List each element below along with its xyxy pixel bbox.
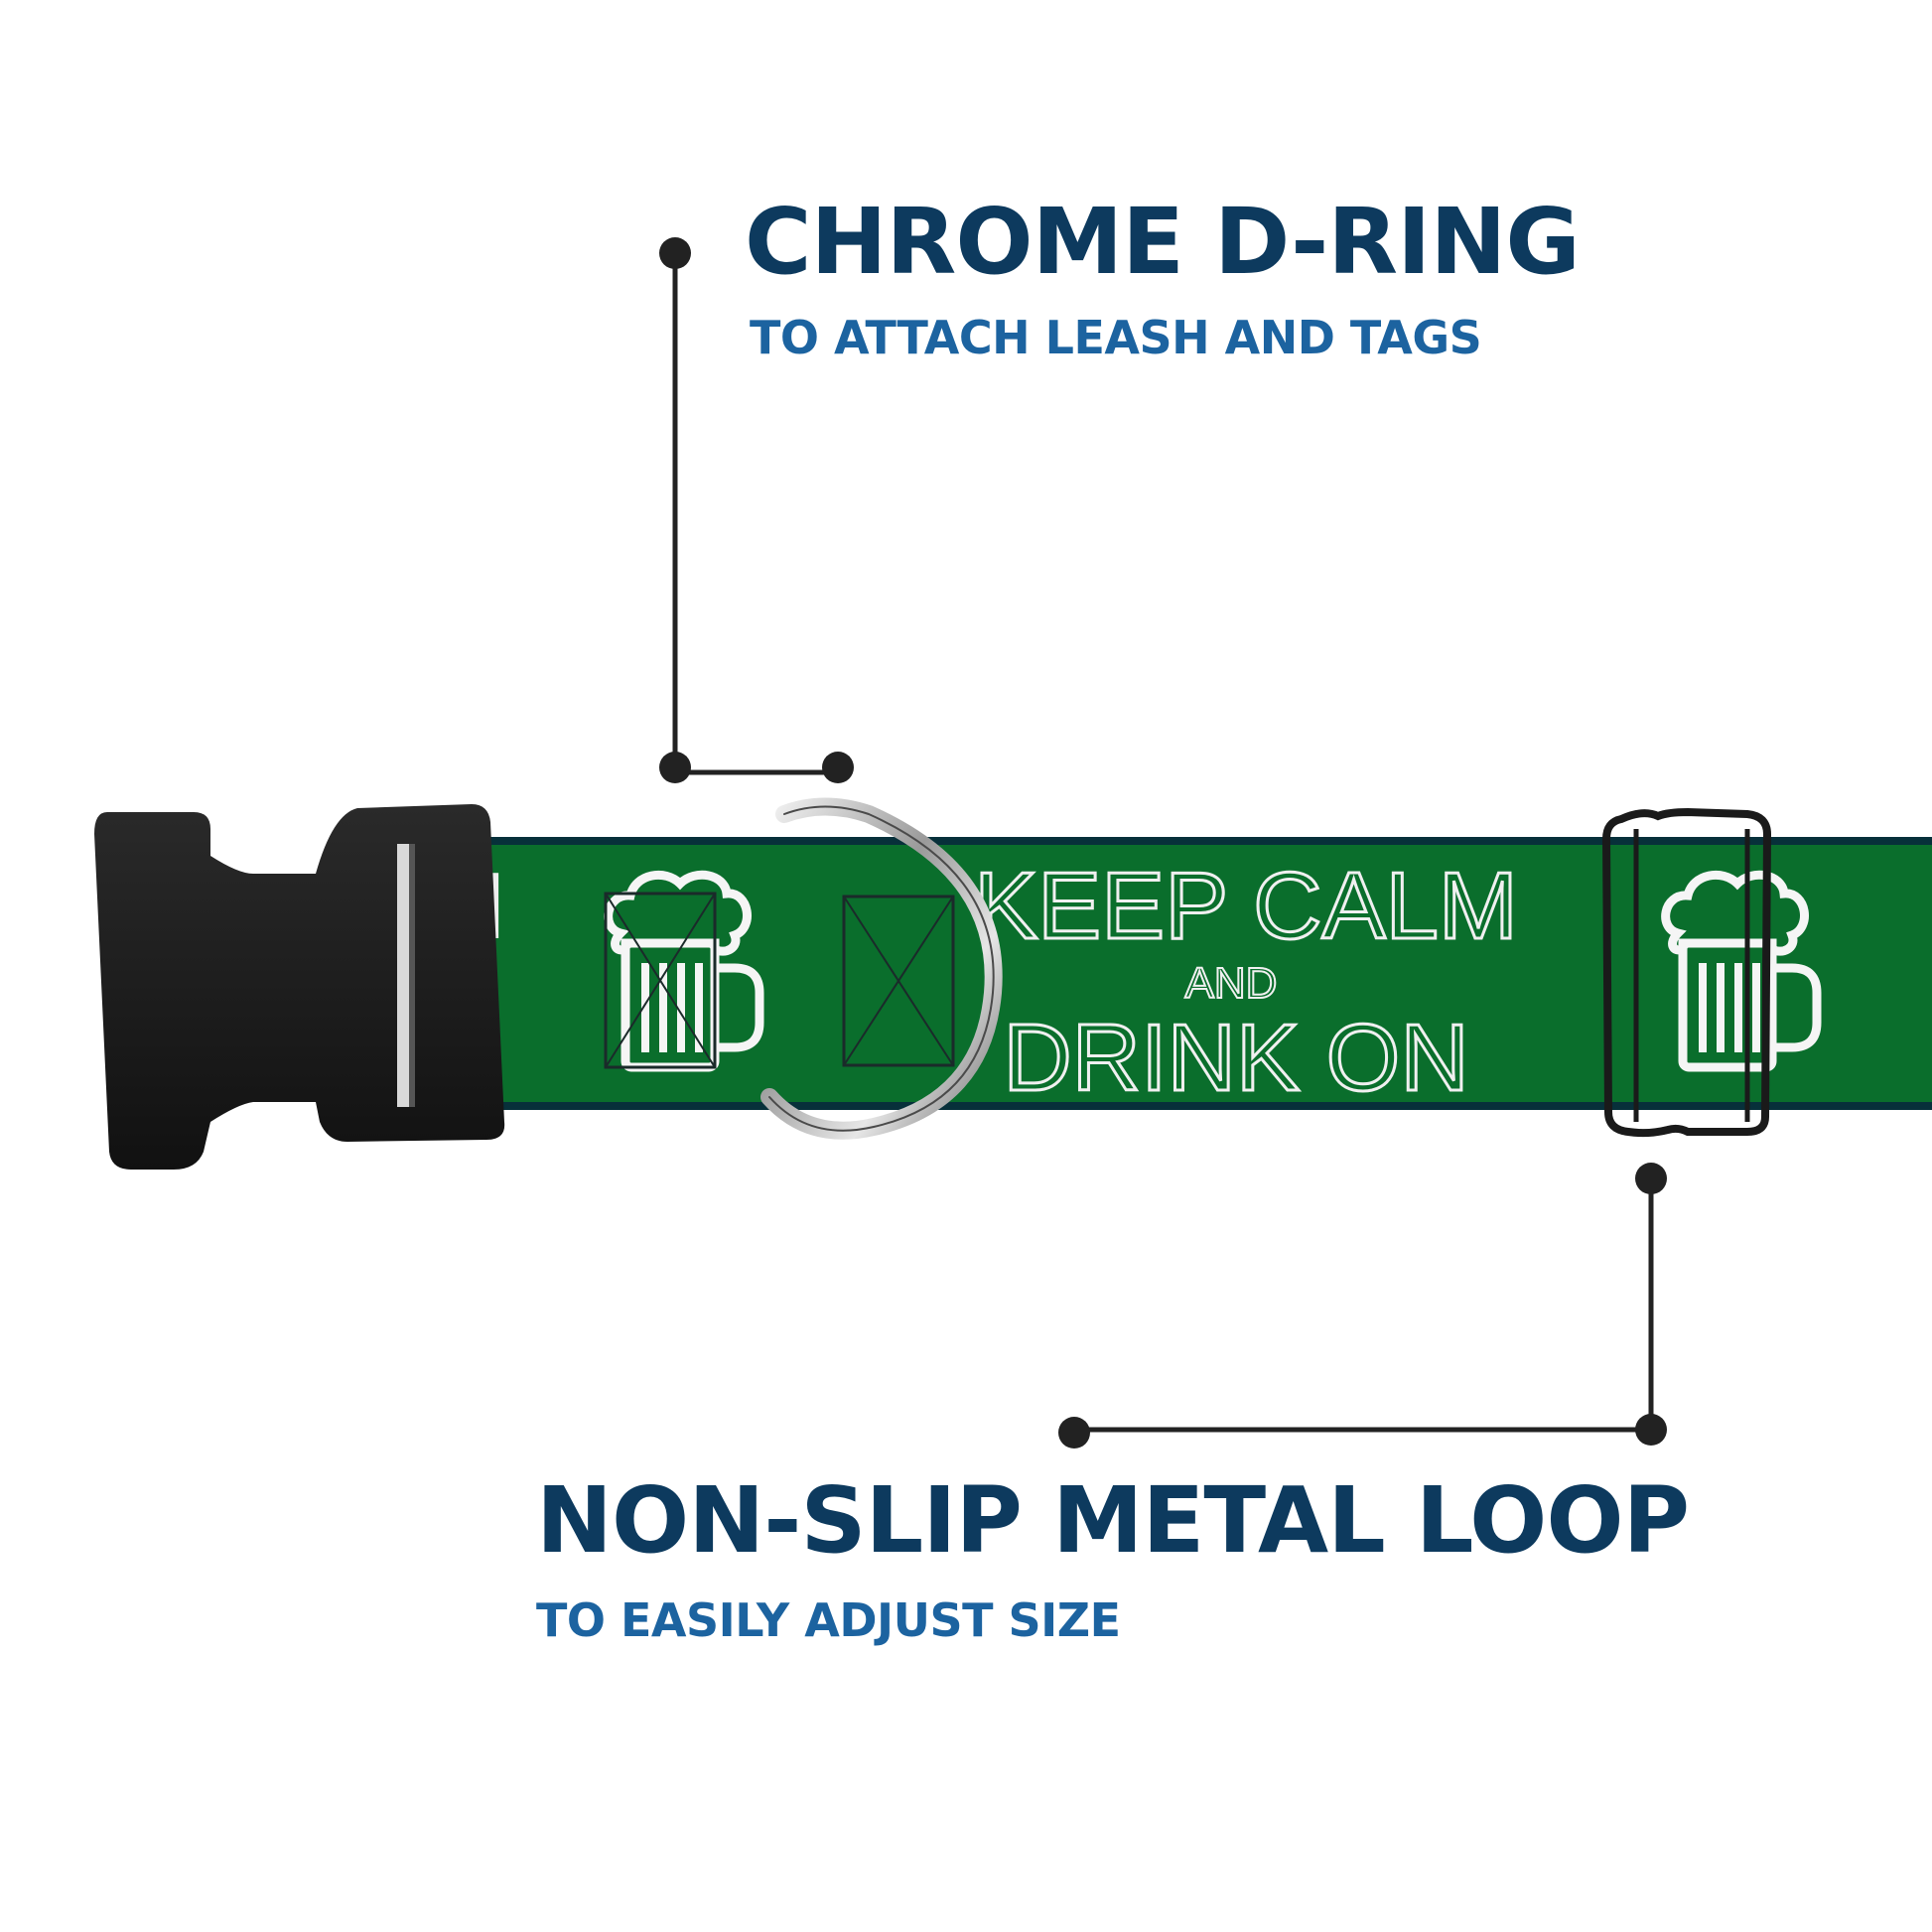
- side-release-buckle: [94, 804, 505, 1170]
- dring-callout-title: CHROME D-RING: [745, 189, 1581, 295]
- loop-leader-line: [1058, 1163, 1667, 1449]
- dring-leader-line: [659, 237, 854, 783]
- loop-callout-subtitle: TO EASILY ADJUST SIZE: [536, 1593, 1121, 1647]
- d-ring: [760, 797, 1003, 1140]
- print-line-keep-calm: KEEP CALM: [974, 853, 1518, 959]
- collar-strap: M I KEEP CALM AND DRINK ON: [407, 837, 1932, 1111]
- dring-callout-subtitle: TO ATTACH LEASH AND TAGS: [750, 311, 1482, 364]
- print-line-drink-on: DRINK ON: [1003, 1005, 1468, 1111]
- loop-callout-title: NON-SLIP METAL LOOP: [536, 1467, 1690, 1574]
- slide-loop: [1601, 807, 1772, 1138]
- print-line-and: AND: [1185, 959, 1278, 1008]
